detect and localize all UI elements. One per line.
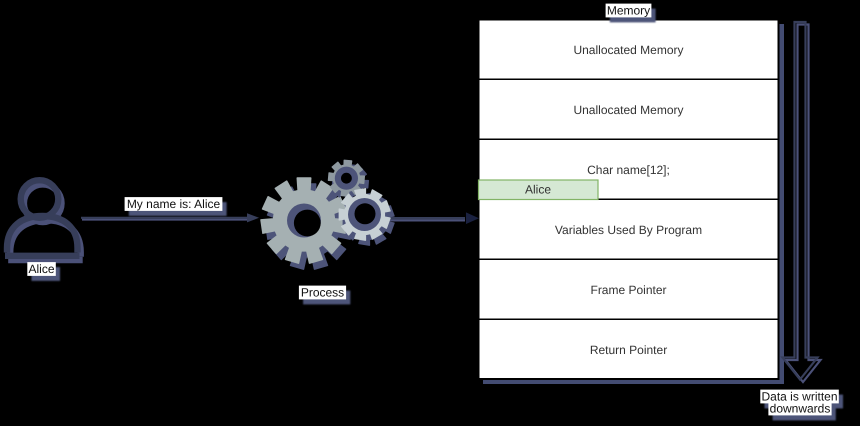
svg-text:Unallocated Memory: Unallocated Memory — [573, 43, 683, 57]
svg-text:Frame Pointer: Frame Pointer — [590, 283, 666, 297]
svg-text:My name is: Alice: My name is: Alice — [127, 197, 221, 211]
svg-text:downwards: downwards — [770, 401, 831, 415]
svg-text:Process: Process — [301, 285, 344, 299]
svg-text:Memory: Memory — [607, 3, 650, 17]
svg-text:Return Pointer: Return Pointer — [590, 343, 667, 357]
svg-text:Variables Used By Program: Variables Used By Program — [555, 223, 702, 237]
svg-text:Char name[12];: Char name[12]; — [587, 163, 670, 177]
svg-text:Data is written: Data is written — [761, 389, 837, 403]
svg-text:Alice: Alice — [28, 262, 54, 276]
svg-text:Alice: Alice — [525, 183, 551, 197]
svg-text:Unallocated Memory: Unallocated Memory — [573, 103, 683, 117]
